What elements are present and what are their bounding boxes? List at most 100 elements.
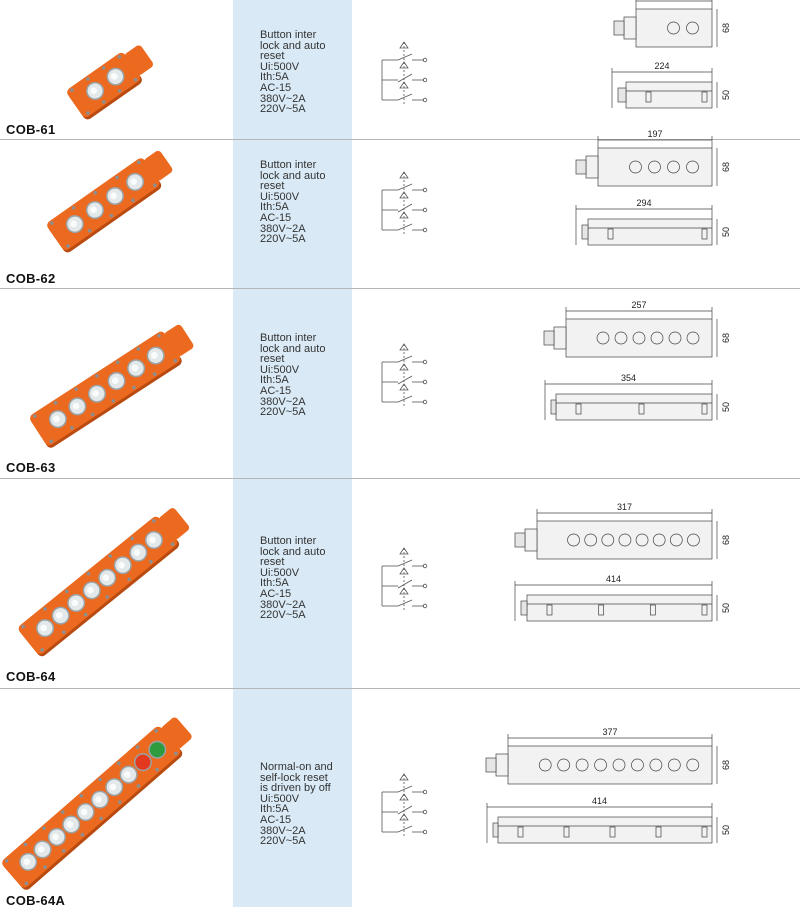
wiring-schematic — [381, 547, 428, 610]
spec-text: Button inter lock and auto reset Ui:500V… — [260, 30, 355, 115]
terminal-icon — [422, 227, 428, 233]
model-label: COB-61 — [6, 122, 56, 137]
pendant-photo — [47, 150, 173, 253]
button-circle-icon — [629, 160, 642, 174]
screw-icon — [132, 385, 136, 390]
terminal-icon — [422, 77, 428, 83]
screw-icon — [130, 536, 134, 541]
screw-icon — [23, 842, 28, 847]
terminal-icon — [422, 399, 428, 405]
housing-outline — [635, 8, 713, 48]
screw-icon — [151, 519, 156, 523]
dimension-label-total-length: 294 — [636, 198, 651, 208]
screw-icon — [170, 542, 175, 546]
spec-line: Button inter — [260, 159, 317, 171]
button-highlight — [150, 351, 158, 359]
button-highlight — [72, 402, 80, 410]
contact-icon — [397, 203, 413, 213]
wiring-schematic — [381, 773, 428, 836]
spec-line: Ui:500V — [260, 363, 300, 376]
spec-line: self-lock reset — [260, 771, 328, 784]
spec-line: Button inter — [260, 29, 317, 41]
spec-text: Normal-on and self-lock reset is driven … — [260, 762, 355, 847]
screw-icon — [60, 810, 65, 814]
screw-icon — [93, 190, 98, 195]
screw-icon — [115, 360, 120, 365]
housing-outline — [597, 147, 713, 187]
screw-icon — [86, 111, 90, 115]
spec-line: 380V~2A — [260, 395, 306, 408]
screw-icon — [21, 624, 26, 629]
pendant-body-group — [47, 150, 173, 253]
spec-line: reset — [260, 180, 285, 193]
screw-icon — [85, 77, 90, 81]
row-divider — [0, 478, 800, 479]
spec-line: Ith:5A — [260, 201, 289, 214]
spec-line: is driven by off — [260, 782, 331, 795]
contact-icon — [397, 599, 413, 607]
button-highlight — [71, 599, 79, 607]
screw-icon — [136, 160, 141, 165]
button-circle-icon — [652, 533, 666, 547]
button-circle-icon — [635, 533, 649, 547]
pendant-photo — [30, 324, 194, 448]
clip-outline — [655, 826, 662, 838]
push-arrow-icon — [399, 773, 409, 781]
push-arrow-icon — [399, 343, 409, 351]
cable-side-outline — [520, 600, 528, 616]
contact-icon — [397, 559, 413, 567]
pendant-cable-cap — [144, 150, 173, 181]
clip-outline — [649, 604, 656, 616]
clip-outline — [638, 403, 645, 415]
button-highlight — [53, 415, 60, 423]
screw-icon — [154, 729, 158, 733]
button-circle-icon — [687, 533, 700, 547]
pendant-housing — [47, 158, 160, 250]
housing-side-outline — [555, 393, 713, 421]
clip-outline — [598, 604, 605, 616]
contact-icon — [397, 53, 413, 61]
clip-outline — [701, 228, 708, 240]
button-circle-icon — [669, 533, 683, 547]
spec-line: AC-15 — [260, 211, 292, 224]
clip-outline — [701, 604, 708, 616]
spec-line: Ith:5A — [260, 71, 289, 84]
push-arrow-icon — [399, 567, 409, 575]
dimension-label-height: 68 — [721, 333, 731, 343]
clip-outline — [517, 826, 524, 838]
cable-outline — [575, 159, 587, 175]
button-circle-icon — [601, 533, 615, 547]
spec-line: Ith:5A — [260, 803, 289, 816]
dimension-label-height: 50 — [721, 227, 731, 237]
wiring-schematic — [381, 41, 428, 104]
screw-icon — [33, 414, 37, 418]
housing-side-outline — [625, 81, 713, 109]
dimension-label-height: 68 — [721, 162, 731, 172]
button-circle-icon — [584, 533, 598, 547]
button-circle-icon — [557, 758, 571, 772]
button-highlight — [130, 178, 138, 186]
spec-line: lock and auto — [260, 39, 326, 52]
spec-line: Button inter — [260, 535, 317, 547]
spec-line: Button inter — [260, 332, 317, 344]
screw-icon — [136, 784, 141, 788]
row-divider — [0, 288, 800, 289]
push-arrow-icon — [399, 61, 409, 69]
cable-outline — [613, 20, 625, 36]
screw-icon — [50, 221, 54, 225]
dimension-label-height: 50 — [721, 825, 731, 835]
screw-icon — [53, 400, 58, 405]
dimension-label-length: 257 — [631, 300, 646, 310]
pendant-cable-cap — [164, 324, 194, 357]
schematic-group — [381, 171, 428, 234]
screw-icon — [74, 387, 79, 392]
push-arrow-icon — [399, 171, 409, 179]
screw-icon — [40, 648, 44, 652]
spec-line: 220V~5A — [260, 835, 306, 848]
housing-side-outline — [587, 218, 713, 246]
screw-icon — [4, 858, 9, 863]
contact-icon — [397, 825, 413, 833]
